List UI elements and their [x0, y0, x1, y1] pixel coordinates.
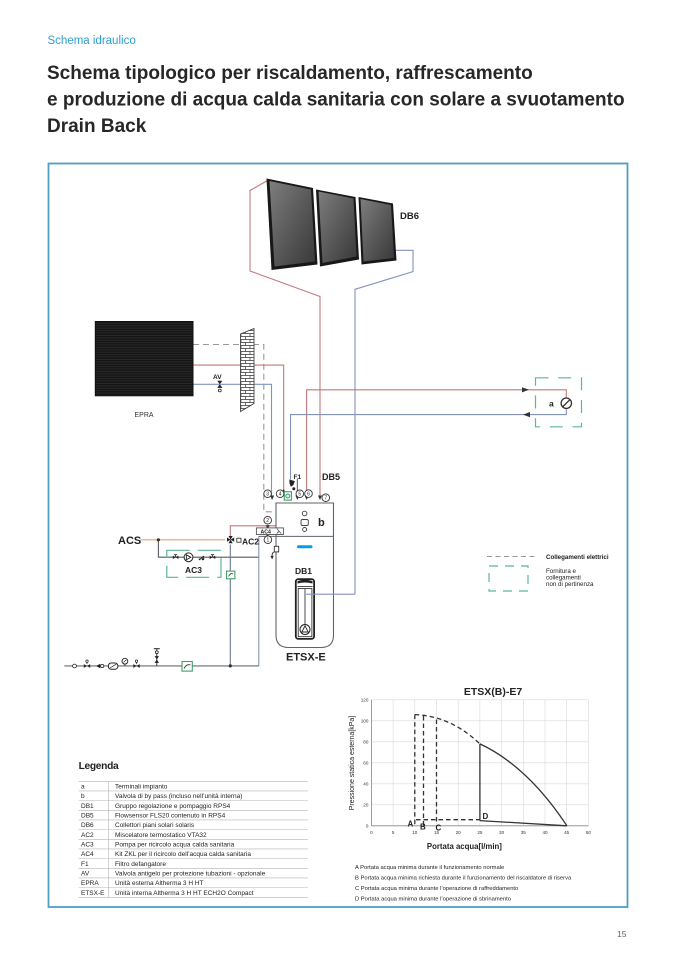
svg-text:40: 40 [363, 782, 369, 787]
svg-text:Schema idraulico: Schema idraulico [48, 35, 136, 47]
svg-text:50: 50 [586, 830, 592, 835]
svg-text:ETSX-E: ETSX-E [286, 652, 326, 664]
svg-text:Fornitura e: Fornitura e [546, 568, 576, 575]
svg-text:non di pertinenza: non di pertinenza [546, 581, 594, 588]
svg-text:Collettori piani solari solari: Collettori piani solari solaris [115, 822, 195, 829]
svg-text:EPRA: EPRA [135, 412, 154, 419]
svg-text:DB1: DB1 [81, 803, 94, 810]
svg-text:AC3: AC3 [81, 842, 94, 849]
svg-text:DB5: DB5 [81, 813, 94, 820]
svg-text:Filtro defangatore: Filtro defangatore [115, 861, 166, 868]
svg-text:Terminali impianto: Terminali impianto [115, 784, 168, 791]
svg-text:Collegamenti elettrici: Collegamenti elettrici [546, 554, 609, 561]
svg-text:Drain Back: Drain Back [47, 116, 147, 137]
svg-text:EPRA: EPRA [81, 880, 99, 887]
svg-text:AC2: AC2 [242, 537, 259, 547]
svg-text:Portata acqua[l/min]: Portata acqua[l/min] [427, 842, 502, 851]
svg-text:b: b [318, 517, 325, 529]
svg-text:C Portata acqua minima durant: C Portata acqua minima durante l’operazi… [355, 886, 518, 892]
svg-text:Flowsensor FLS20 contenuto in: Flowsensor FLS20 contenuto in RPS4 [115, 813, 226, 820]
svg-text:B Portata acqua minima richie: B Portata acqua minima richiesta durante… [355, 876, 572, 882]
svg-text:DB6: DB6 [81, 822, 94, 829]
svg-text:6: 6 [307, 492, 310, 498]
svg-text:Gruppo regolazione e pompaggio: Gruppo regolazione e pompaggio RPS4 [115, 803, 231, 810]
svg-text:A Portata acqua minima durant: A Portata acqua minima durante il funzio… [355, 865, 504, 871]
svg-text:0: 0 [366, 824, 369, 829]
svg-text:40: 40 [542, 830, 548, 835]
svg-text:Pompa per ricircolo acqua cald: Pompa per ricircolo acqua calda sanitari… [115, 842, 235, 849]
svg-text:AC2: AC2 [81, 832, 94, 839]
svg-text:Pressione statica esterna[kPa]: Pressione statica esterna[kPa] [349, 716, 356, 811]
svg-text:D: D [483, 812, 489, 821]
svg-text:D Portata acqua minima durant: D Portata acqua minima durante l’operazi… [355, 897, 511, 903]
svg-text:AV: AV [81, 871, 90, 878]
svg-text:DB1: DB1 [295, 566, 312, 576]
svg-text:4: 4 [279, 492, 282, 498]
svg-text:C: C [436, 824, 442, 833]
svg-text:3: 3 [266, 492, 269, 498]
svg-text:AC4: AC4 [261, 529, 271, 535]
svg-text:7: 7 [324, 496, 327, 502]
svg-text:a: a [81, 784, 85, 791]
svg-text:a: a [549, 399, 554, 409]
svg-text:20: 20 [456, 830, 462, 835]
svg-text:10: 10 [412, 830, 418, 835]
svg-text:AC3: AC3 [185, 565, 202, 575]
svg-text:ACS: ACS [118, 535, 141, 547]
svg-text:5: 5 [392, 830, 395, 835]
svg-text:Kit ZKL per il ricircolo dell’: Kit ZKL per il ricircolo dell’acqua cald… [115, 851, 251, 858]
svg-text:80: 80 [363, 740, 369, 745]
svg-text:30: 30 [499, 830, 505, 835]
svg-text:AC4: AC4 [81, 851, 94, 858]
svg-text:120: 120 [361, 698, 369, 703]
svg-text:b: b [81, 793, 85, 800]
svg-text:B: B [420, 823, 426, 832]
svg-text:15: 15 [617, 929, 627, 939]
svg-text:AV: AV [213, 374, 222, 381]
svg-text:Valvola di by pass (incluso ne: Valvola di by pass (incluso nell’unità i… [115, 793, 242, 800]
svg-text:F1: F1 [294, 474, 302, 481]
svg-text:35: 35 [521, 830, 527, 835]
svg-text:Unità interna Altherma 3 H HT: Unità interna Altherma 3 H HT ECH2O Comp… [115, 890, 254, 897]
svg-text:2: 2 [266, 518, 269, 524]
svg-text:5: 5 [298, 492, 301, 498]
svg-text:25: 25 [477, 830, 483, 835]
svg-text:A: A [408, 820, 414, 829]
svg-text:DB5: DB5 [322, 472, 340, 482]
svg-text:Miscelatore termostatico VTA32: Miscelatore termostatico VTA32 [115, 832, 207, 839]
svg-text:F1: F1 [81, 861, 89, 868]
svg-text:e produzione di acqua calda sa: e produzione di acqua calda sanitaria co… [47, 90, 625, 111]
svg-text:100: 100 [361, 719, 369, 724]
svg-text:20: 20 [363, 803, 369, 808]
svg-text:collegamenti: collegamenti [546, 575, 581, 582]
svg-text:DB6: DB6 [400, 211, 419, 222]
svg-text:Valvola antigelo per protezion: Valvola antigelo per protezione tubazion… [115, 871, 266, 878]
svg-text:ETSX(B)-E7: ETSX(B)-E7 [464, 686, 523, 698]
svg-text:45: 45 [564, 830, 570, 835]
svg-text:60: 60 [363, 761, 369, 766]
svg-text:ETSX-E: ETSX-E [81, 890, 105, 897]
svg-text:15: 15 [434, 830, 440, 835]
svg-text:Schema tipologico per riscalda: Schema tipologico per riscaldamento, raf… [47, 63, 533, 84]
svg-text:1: 1 [267, 538, 270, 544]
svg-text:0: 0 [370, 830, 373, 835]
svg-text:Legenda: Legenda [79, 761, 119, 772]
svg-text:Unità esterna Altherma 3 H HT: Unità esterna Altherma 3 H HT [115, 880, 204, 887]
